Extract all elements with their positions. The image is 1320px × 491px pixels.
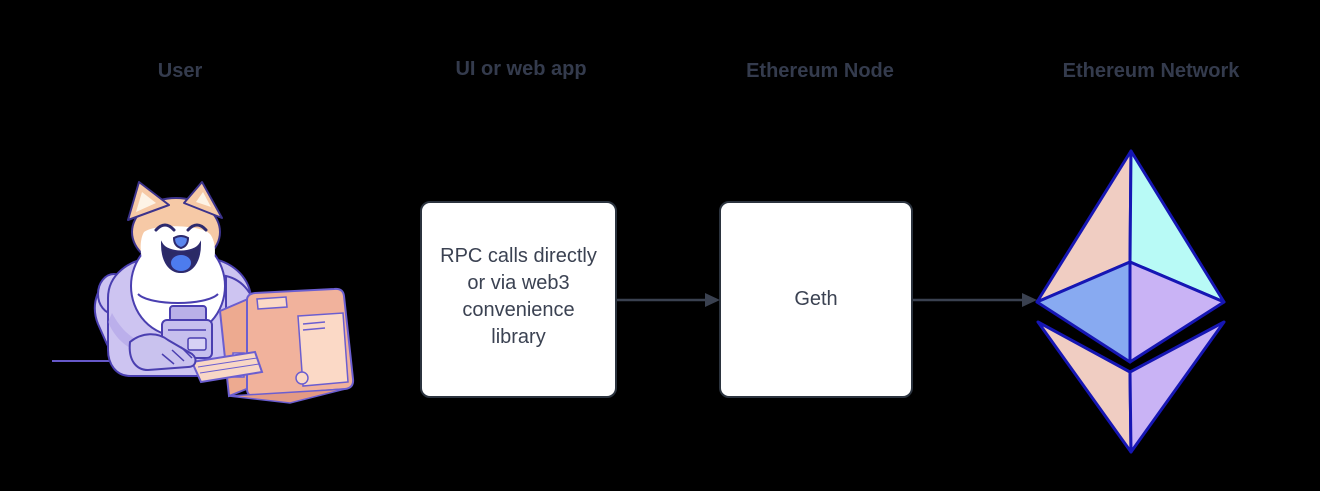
rpc-calls-box: RPC calls directly or via web3 convenien… [420, 201, 617, 398]
geth-box-label: Geth [794, 288, 838, 310]
arrow-geth-to-network [913, 293, 1037, 307]
ethereum-diamond-logo-icon [1035, 149, 1226, 454]
rpc-box-line: or via web3 [467, 271, 570, 294]
doge-astronaut-at-computer-illustration-icon [52, 181, 355, 404]
arrow-rpc-to-geth [617, 293, 720, 307]
geth-box: Geth [719, 201, 913, 398]
rpc-box-line: convenience [462, 298, 575, 321]
header-ethereum-network: Ethereum Network [1062, 60, 1240, 82]
header-ethereum-node: Ethereum Node [746, 60, 894, 82]
header-ui-or-web-app: UI or web app [455, 58, 587, 80]
rpc-box-line: library [491, 325, 546, 348]
header-user: User [157, 60, 203, 82]
rpc-box-line: RPC calls directly [440, 244, 597, 267]
